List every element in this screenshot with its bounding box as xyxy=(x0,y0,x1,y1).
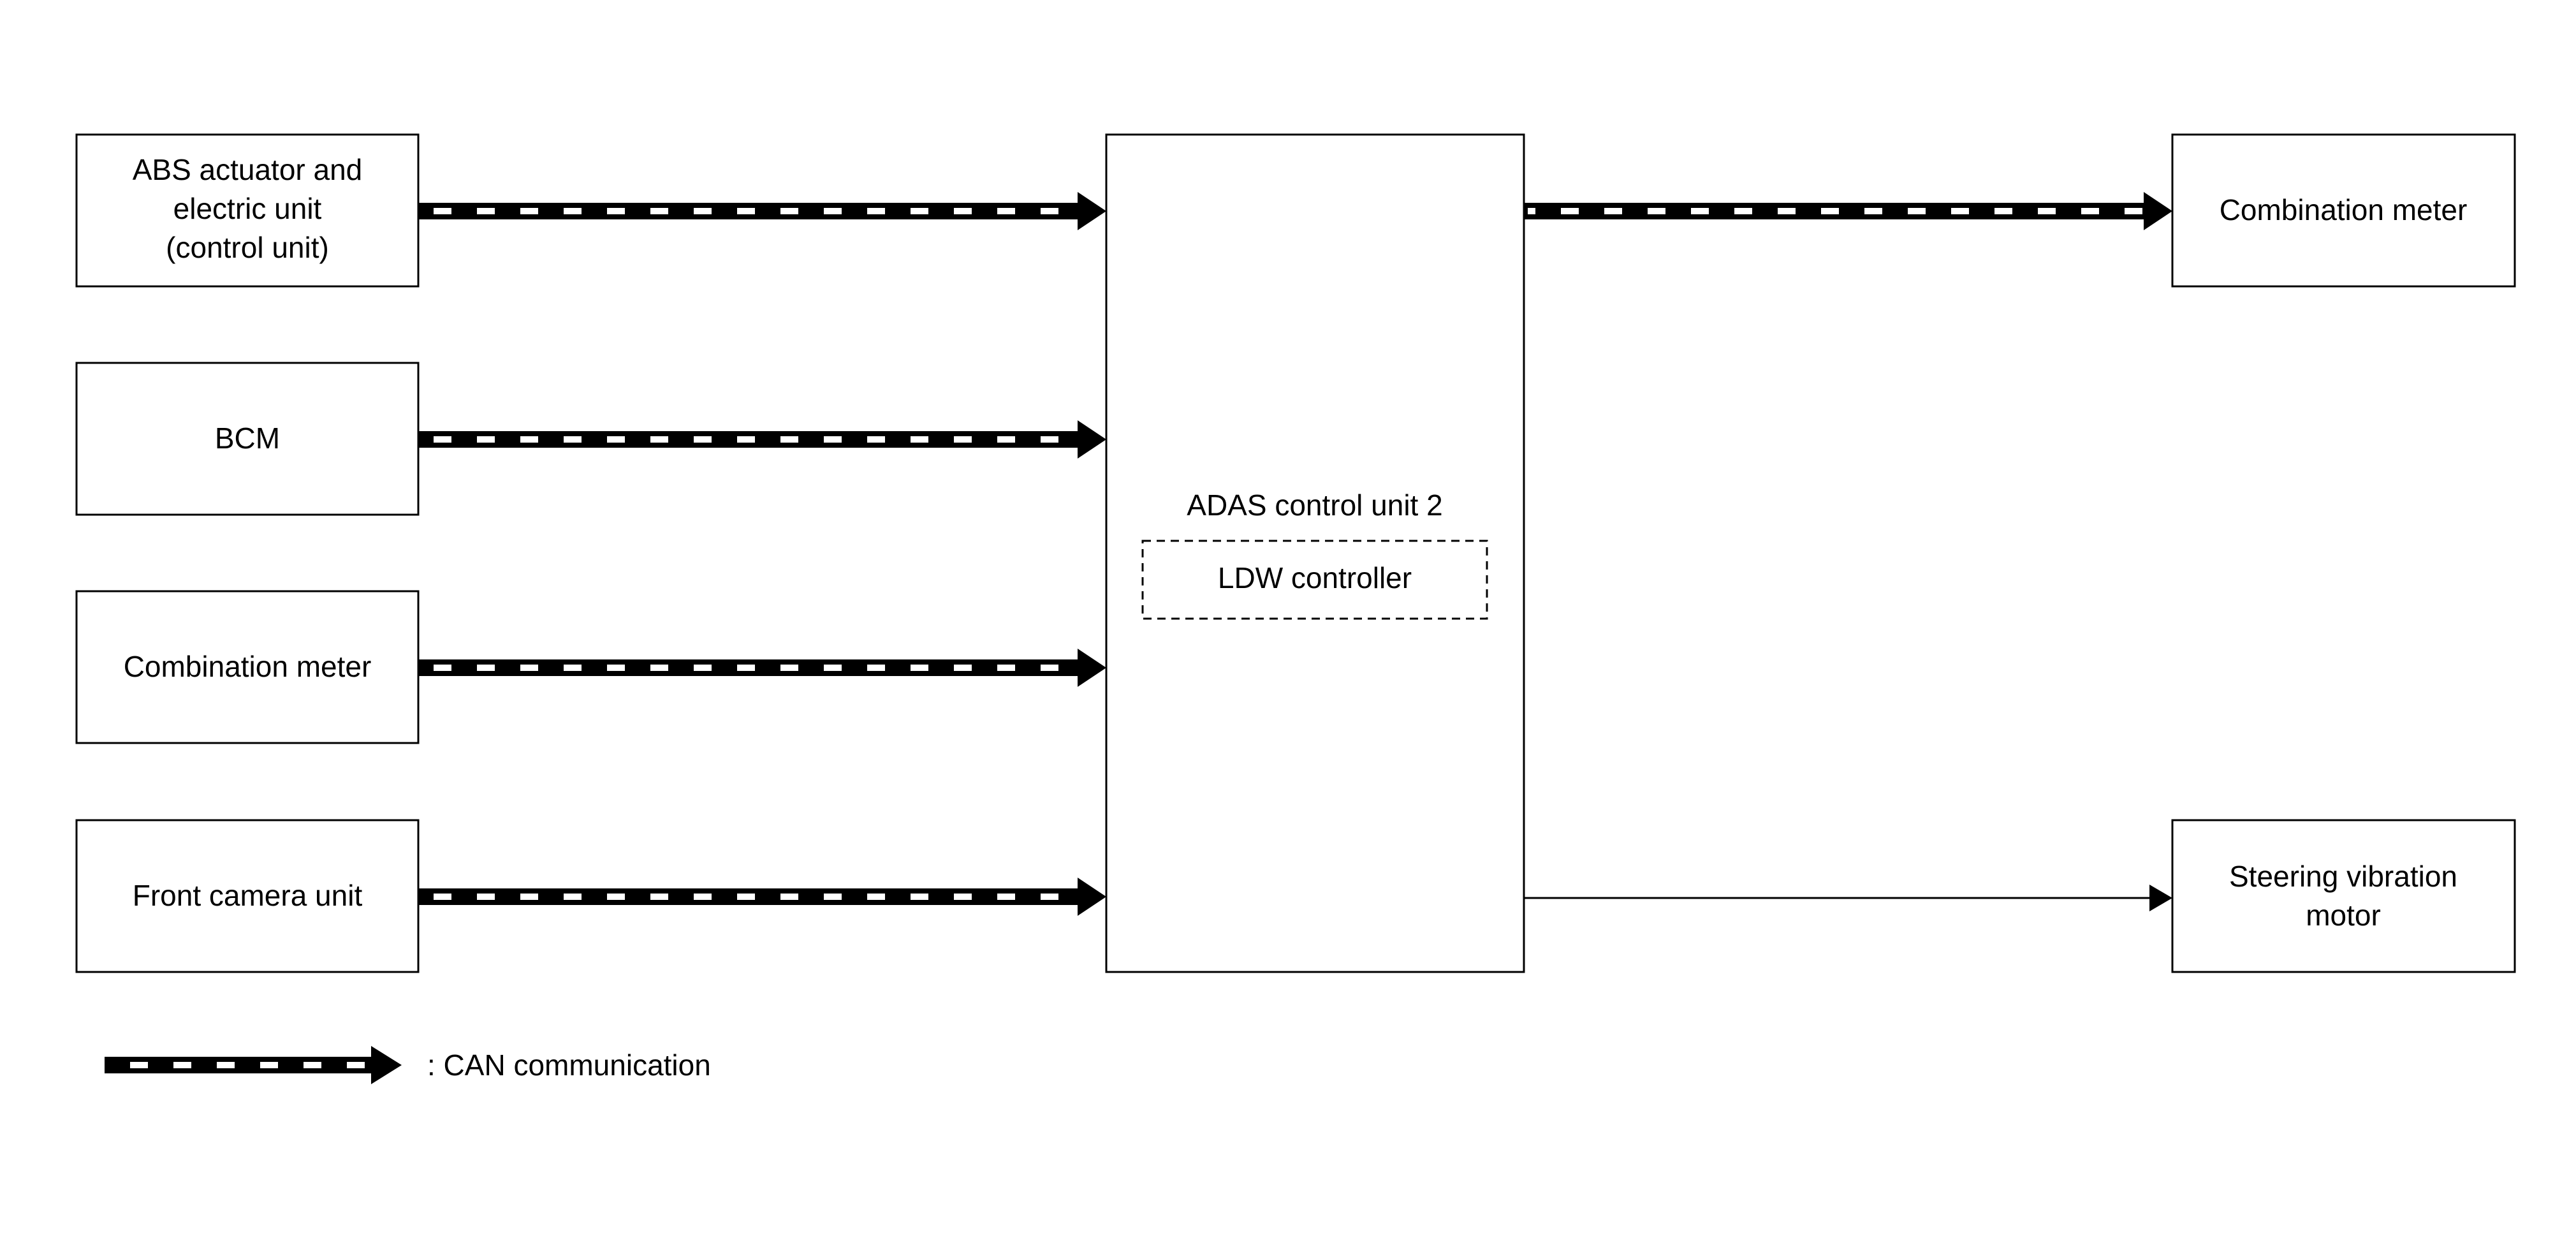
input-box-abs: ABS actuator and electric unit (control … xyxy=(75,133,420,288)
can-link-abs-to-adas xyxy=(418,192,1106,230)
legend-can-label: : CAN communication xyxy=(427,1048,711,1082)
combination-meter-input-label: Combination meter xyxy=(124,650,372,683)
steering-motor-label-line-1: Steering vibration xyxy=(2229,860,2457,893)
output-box-combination-meter: Combination meter xyxy=(2171,133,2516,288)
bcm-label: BCM xyxy=(215,422,280,455)
can-link-combination-meter-to-adas xyxy=(418,649,1106,687)
input-box-bcm: BCM xyxy=(75,362,420,516)
output-box-steering-vibration-motor: Steering vibration motor xyxy=(2171,819,2516,973)
adas-control-unit-box: ADAS control unit 2 LDW controller xyxy=(1105,133,1525,973)
can-link-bcm-to-adas xyxy=(418,420,1106,459)
adas-control-unit-title: ADAS control unit 2 xyxy=(1187,489,1442,522)
ldw-controller-label: LDW controller xyxy=(1218,561,1412,594)
can-link-front-camera-to-adas xyxy=(418,878,1106,916)
input-box-front-camera: Front camera unit xyxy=(75,819,420,973)
front-camera-label: Front camera unit xyxy=(133,879,363,912)
legend-can-symbol xyxy=(105,1046,402,1084)
abs-label-line-3: (control unit) xyxy=(166,231,329,264)
abs-label-line-1: ABS actuator and xyxy=(133,153,363,186)
input-box-combination-meter: Combination meter xyxy=(75,590,420,744)
abs-label-line-2: electric unit xyxy=(173,192,322,225)
combination-meter-output-label: Combination meter xyxy=(2220,193,2468,226)
ldw-controller-box xyxy=(1141,540,1488,620)
can-link-adas-to-combination-meter xyxy=(1524,192,2172,230)
legend: : CAN communication xyxy=(105,1046,711,1084)
signal-line-adas-to-steering-motor xyxy=(1524,885,2172,911)
steering-motor-label-line-2: motor xyxy=(2306,899,2381,932)
